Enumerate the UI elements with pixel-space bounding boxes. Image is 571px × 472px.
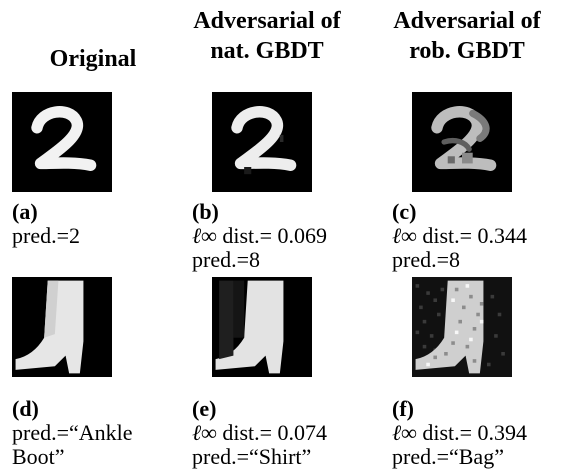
caption-c-label: (c) <box>392 199 417 224</box>
image-adversarial-nat-digit <box>212 92 312 192</box>
caption-e: (e) ℓ∞ dist.= 0.074 pred.=“Shirt” <box>192 397 327 469</box>
caption-a-label: (a) <box>12 199 38 224</box>
caption-f-dist: dist.= 0.394 <box>416 420 528 445</box>
caption-b-dist: dist.= 0.069 <box>216 223 328 248</box>
caption-b-linf: ℓ∞ <box>192 223 217 248</box>
image-original-boot <box>12 277 112 377</box>
caption-d-pred-line1: pred.=“Ankle <box>12 420 133 445</box>
image-adversarial-rob-digit <box>412 92 512 192</box>
caption-d-pred-line2: Boot” <box>12 444 65 469</box>
column-header-rob-gbdt: Adversarial of rob. GBDT <box>372 6 562 66</box>
ankle-boot-adversarial-nat-image <box>212 277 312 377</box>
column-header-nat-gbdt: Adversarial of nat. GBDT <box>172 6 362 66</box>
header-nat-line1: Adversarial of <box>193 8 341 34</box>
digit-two-adversarial-nat-image <box>212 92 312 192</box>
digit-two-adversarial-rob-image <box>412 92 512 192</box>
column-header-original: Original <box>28 44 158 74</box>
ankle-boot-image <box>12 277 112 377</box>
caption-f-label: (f) <box>392 396 414 421</box>
caption-c-dist: dist.= 0.344 <box>416 223 528 248</box>
caption-e-dist: dist.= 0.074 <box>216 420 328 445</box>
header-nat-line2: nat. GBDT <box>210 38 324 64</box>
image-adversarial-rob-boot <box>412 277 512 377</box>
caption-b: (b) ℓ∞ dist.= 0.069 pred.=8 <box>192 200 327 272</box>
caption-a: (a) pred.=2 <box>12 200 80 248</box>
caption-f: (f) ℓ∞ dist.= 0.394 pred.=“Bag” <box>392 397 527 469</box>
caption-f-pred: pred.=“Bag” <box>392 444 504 469</box>
caption-c-pred: pred.=8 <box>392 247 460 272</box>
caption-d: (d) pred.=“Ankle Boot” <box>12 397 133 469</box>
caption-c-linf: ℓ∞ <box>392 223 417 248</box>
header-rob-line2: rob. GBDT <box>409 38 525 64</box>
caption-a-pred: pred.=2 <box>12 223 80 248</box>
image-adversarial-nat-boot <box>212 277 312 377</box>
caption-e-linf: ℓ∞ <box>192 420 217 445</box>
header-rob-line1: Adversarial of <box>393 8 541 34</box>
caption-d-label: (d) <box>12 396 39 421</box>
caption-e-label: (e) <box>192 396 217 421</box>
caption-e-pred: pred.=“Shirt” <box>192 444 312 469</box>
caption-f-linf: ℓ∞ <box>392 420 417 445</box>
header-original-line1: Original <box>49 46 137 72</box>
caption-c: (c) ℓ∞ dist.= 0.344 pred.=8 <box>392 200 527 272</box>
caption-b-pred: pred.=8 <box>192 247 260 272</box>
image-original-digit <box>12 92 112 192</box>
digit-two-image <box>12 92 112 192</box>
ankle-boot-adversarial-rob-image <box>412 277 512 377</box>
caption-b-label: (b) <box>192 199 219 224</box>
